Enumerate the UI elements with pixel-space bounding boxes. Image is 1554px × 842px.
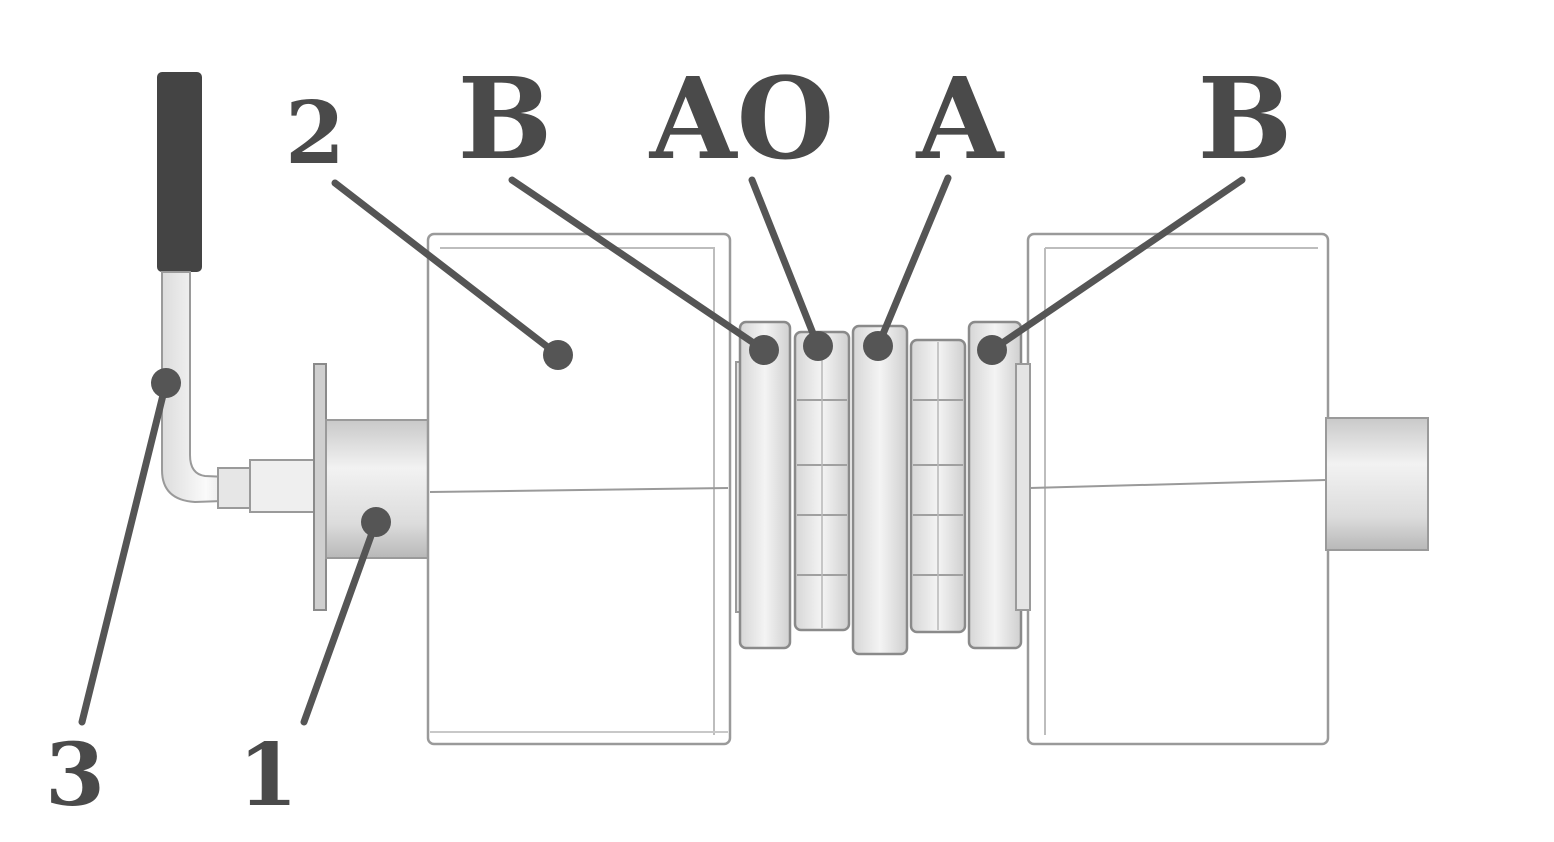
leader-a [874, 174, 952, 350]
leader-b-left [508, 176, 768, 354]
label-1: 1 [238, 725, 298, 826]
ring-ao-right [909, 338, 967, 634]
handle-shaft [249, 459, 321, 513]
leader-2 [331, 179, 562, 359]
right-shaft [1325, 417, 1429, 551]
ring-a [851, 324, 909, 656]
dot-1 [361, 507, 391, 537]
dot-3 [151, 368, 181, 398]
ring-b-right [967, 320, 1023, 650]
left-shaft [325, 419, 435, 559]
dot-b-right [977, 335, 1007, 365]
label-2: 2 [285, 83, 345, 184]
label-b-left: B [458, 54, 553, 185]
ring-b-left [738, 320, 792, 650]
ring-ao [793, 330, 851, 632]
dot-ao [803, 331, 833, 361]
left-magnet-block [426, 232, 732, 746]
leader-lines [78, 174, 1246, 726]
right-magnet-block [1026, 232, 1330, 746]
label-ao: AO [649, 54, 834, 185]
handle-coupler [217, 467, 251, 509]
label-3: 3 [45, 725, 105, 826]
dot-b-left [749, 335, 779, 365]
dot-2 [543, 340, 573, 370]
leader-b-right [988, 176, 1246, 354]
leader-1 [300, 518, 380, 726]
label-b-right: B [1198, 54, 1293, 185]
handle-grip [157, 72, 202, 272]
ring-spacer-right [1015, 363, 1031, 611]
left-flange [313, 363, 327, 611]
label-a: A [916, 54, 1006, 185]
dot-a [863, 331, 893, 361]
left-shaft-assembly [313, 363, 435, 611]
center-rings [735, 320, 1031, 656]
leader-3 [78, 379, 170, 726]
leader-ao [748, 176, 822, 350]
leader-dots [151, 331, 1007, 537]
